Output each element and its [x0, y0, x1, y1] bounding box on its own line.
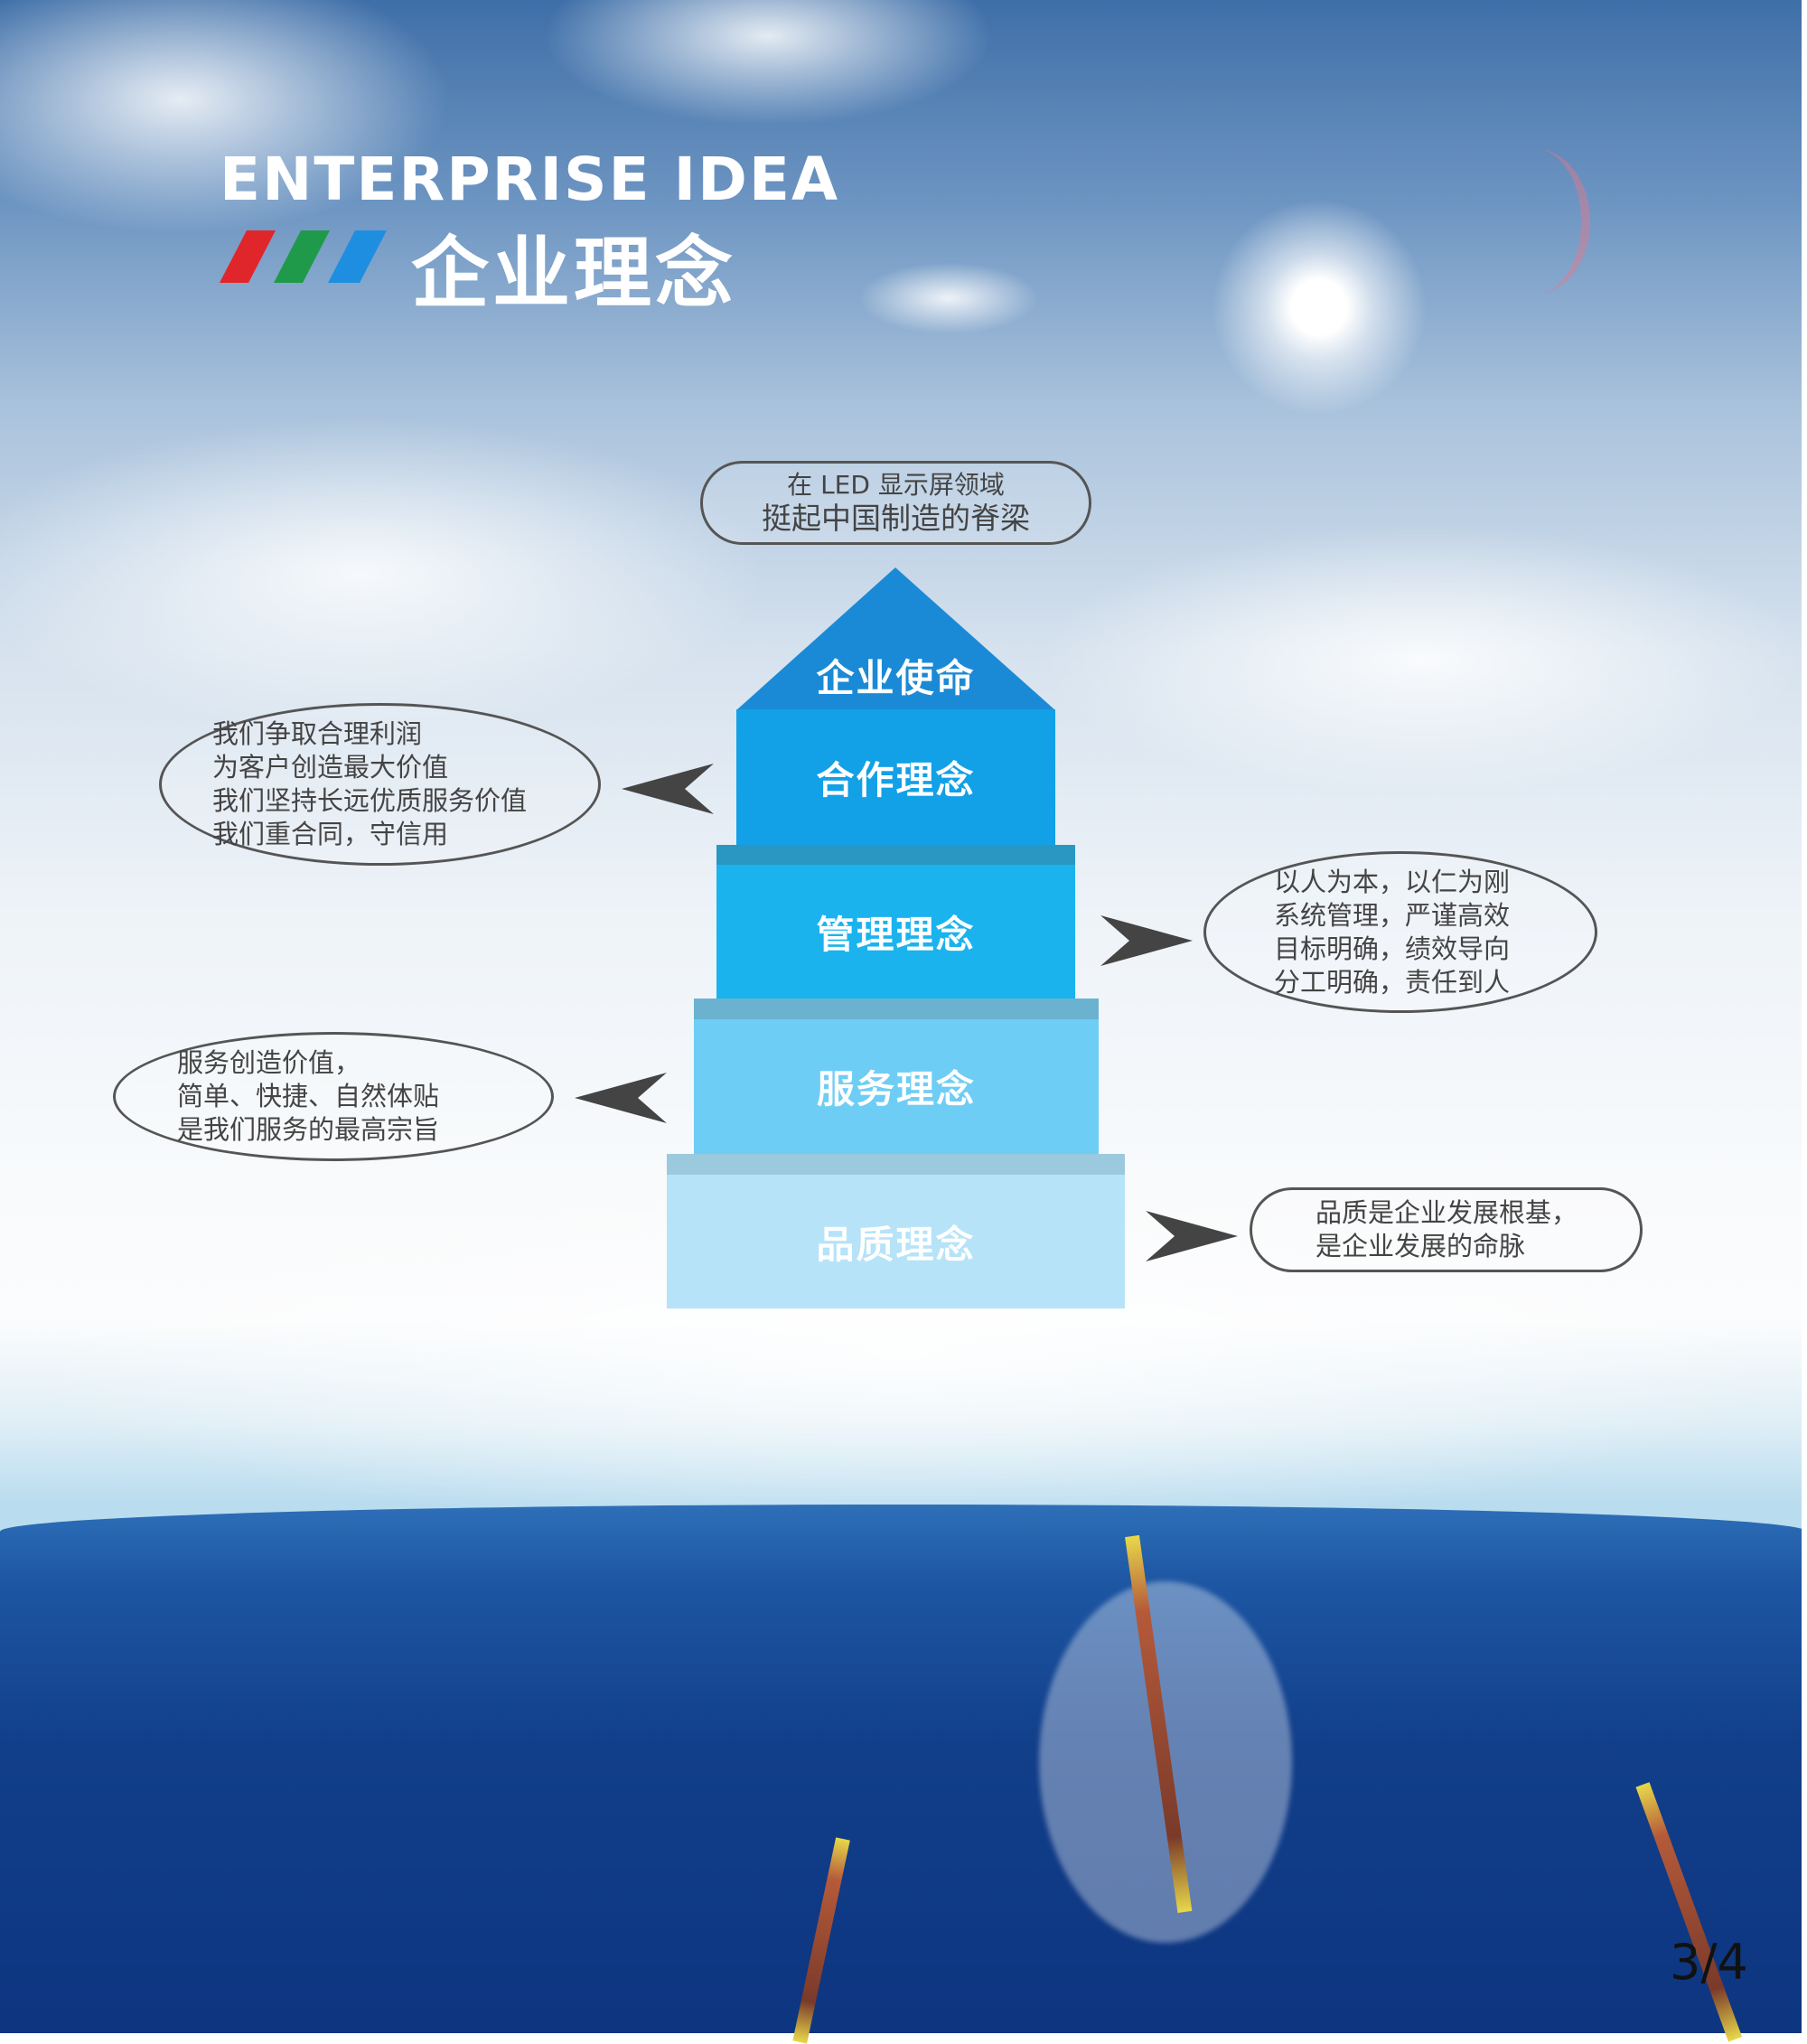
step-service: 服务理念 — [694, 1019, 1099, 1154]
step-cooperation: 合作理念 — [736, 709, 1055, 845]
bubble-line: 以人为本，以仁为刚 — [1274, 866, 1511, 897]
bubble-line: 分工明确，责任到人 — [1274, 966, 1511, 998]
arrow-left-icon — [622, 764, 714, 814]
title-english: ENTERPRISE IDEA — [220, 145, 840, 214]
mission-line: 在 LED 显示屏领域 — [787, 469, 1005, 500]
step-ledge — [694, 999, 1099, 1019]
step-mission: 企业使命 — [816, 656, 976, 700]
bubble-line: 我们重合同，守信用 — [212, 819, 449, 849]
service-bubble: 服务创造价值， 简单、快捷、自然体贴 是我们服务的最高宗旨 — [113, 1032, 554, 1161]
mission-line: 挺起中国制造的脊梁 — [762, 500, 1030, 536]
arrow-right-icon — [1146, 1211, 1238, 1261]
mission-bubble: 在 LED 显示屏领域 挺起中国制造的脊梁 — [700, 461, 1091, 545]
sun — [1211, 199, 1428, 416]
bubble-line: 是我们服务的最高宗旨 — [177, 1114, 440, 1145]
quality-bubble: 品质是企业发展根基， 是企业发展的命脉 — [1250, 1187, 1643, 1272]
step-quality: 品质理念 — [667, 1175, 1125, 1308]
pyramid-top — [736, 567, 1055, 710]
cloud — [1039, 524, 1807, 795]
step-ledge — [667, 1154, 1125, 1175]
bubble-line: 是企业发展的命脉 — [1315, 1231, 1526, 1261]
bubble-line: 系统管理，严谨高效 — [1274, 899, 1511, 931]
page-edge — [1802, 0, 1807, 2033]
bubble-line: 为客户创造最大价值 — [212, 752, 449, 783]
title-chinese: 企业理念 — [411, 229, 736, 319]
cloud — [858, 262, 1039, 334]
bubble-line: 服务创造价值， — [177, 1047, 361, 1078]
logo-stripes — [220, 230, 387, 283]
bubble-line: 我们争取合理利润 — [212, 718, 423, 749]
arrow-left-icon — [575, 1073, 667, 1123]
bubble-line: 我们坚持长远优质服务价值 — [212, 785, 528, 816]
lens-flare — [1482, 149, 1590, 294]
sea — [0, 1505, 1807, 2033]
bubble-line: 品质是企业发展根基， — [1315, 1197, 1578, 1228]
management-bubble: 以人为本，以仁为刚 系统管理，严谨高效 目标明确，绩效导向 分工明确，责任到人 — [1203, 851, 1597, 1013]
step-management: 管理理念 — [716, 865, 1075, 999]
bubble-line: 目标明确，绩效导向 — [1274, 933, 1511, 964]
bubble-line: 简单、快捷、自然体贴 — [177, 1081, 440, 1111]
step-ledge — [716, 845, 1075, 866]
arrow-right-icon — [1100, 915, 1193, 966]
cloud — [0, 416, 768, 732]
page-number: 3/4 — [1670, 1934, 1748, 1991]
cooperation-bubble: 我们争取合理利润 为客户创造最大价值 我们坚持长远优质服务价值 我们重合同，守信… — [159, 703, 601, 866]
